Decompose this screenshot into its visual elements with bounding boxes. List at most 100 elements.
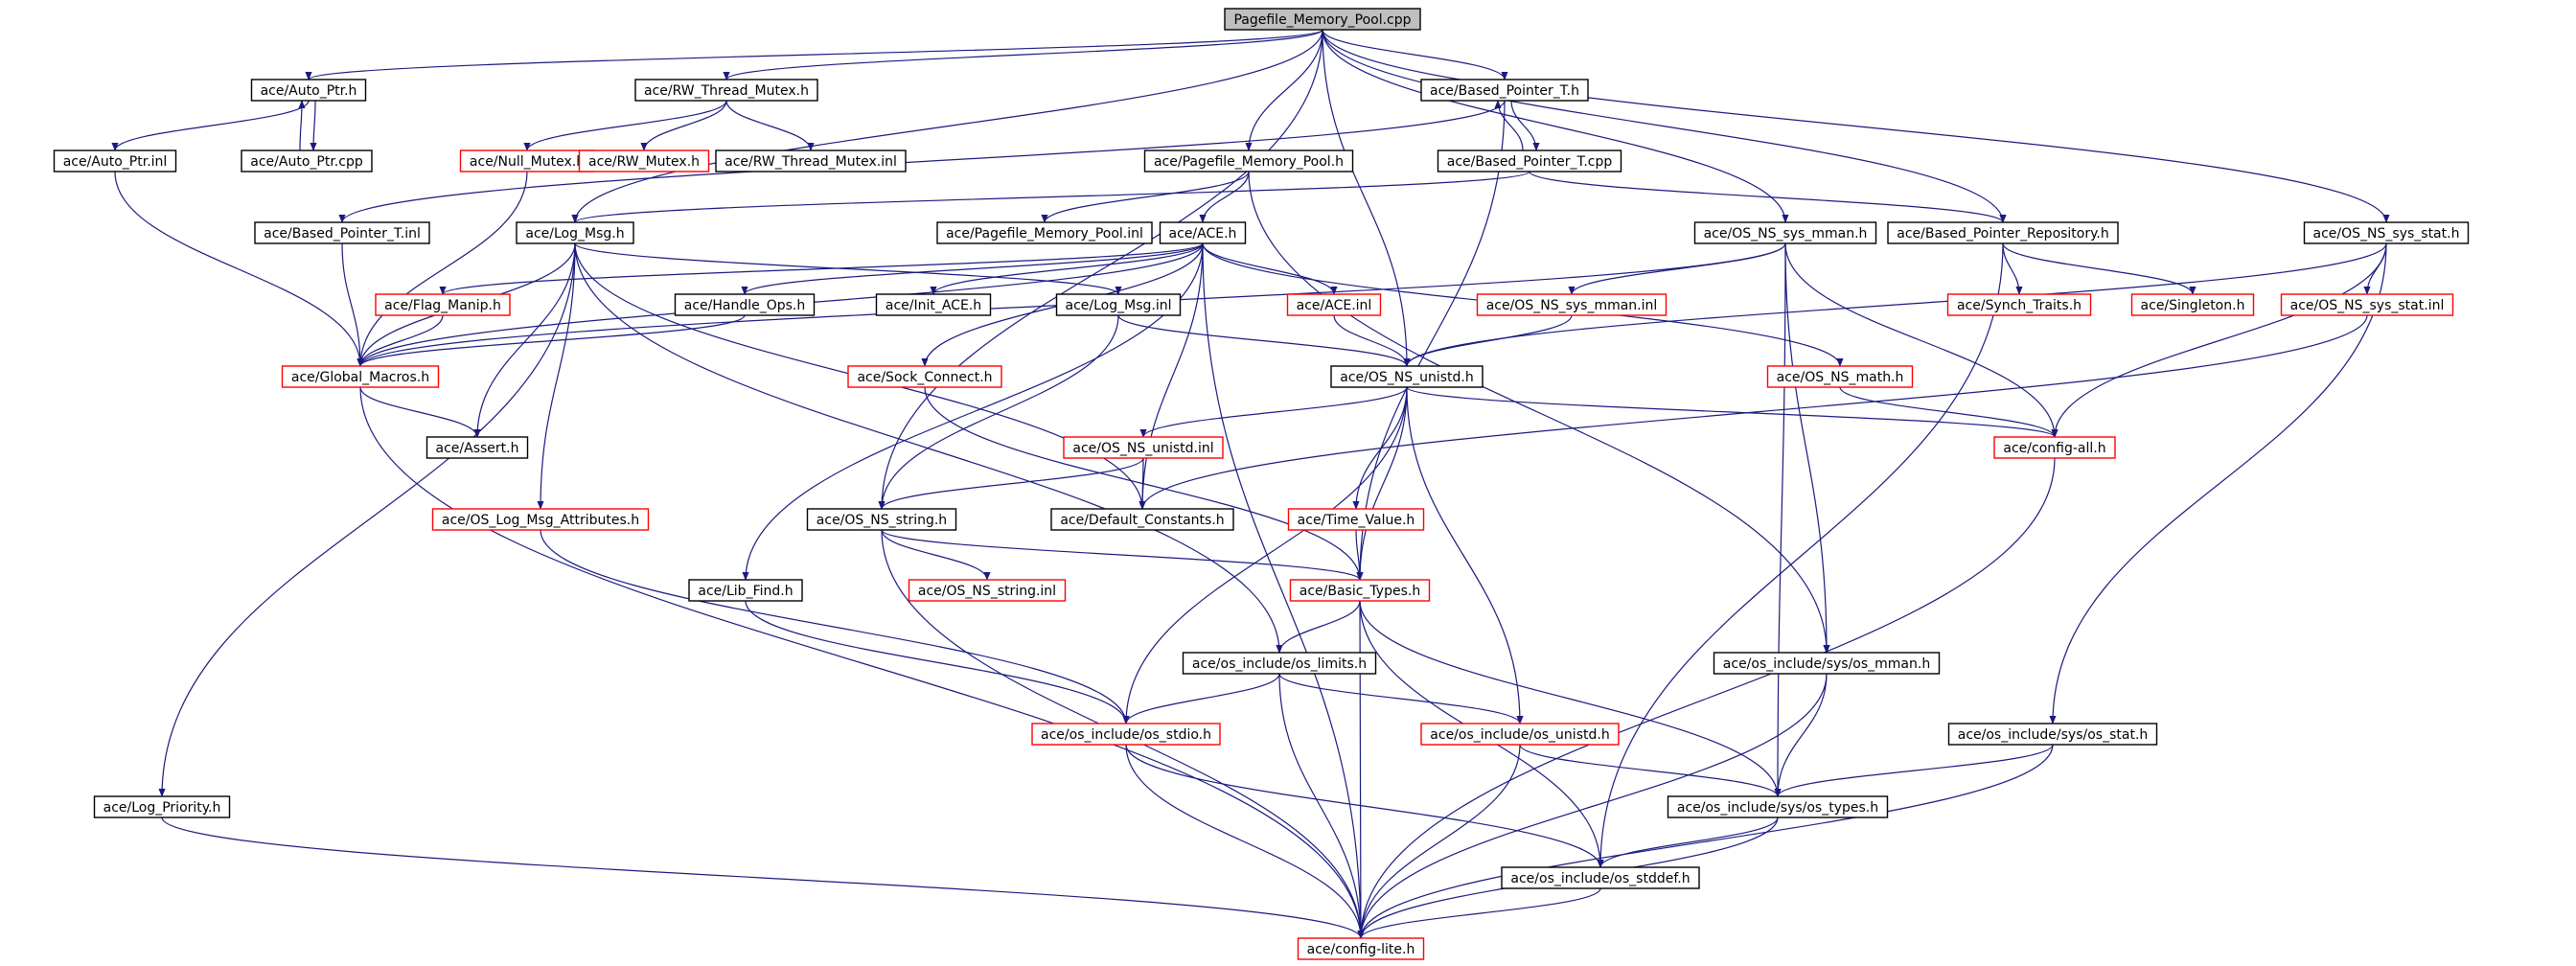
- node-label: ace/Based_Pointer_T.h: [1430, 83, 1579, 99]
- node-ace-inl[interactable]: ace/ACE.inl: [1286, 293, 1382, 316]
- node-box: [1159, 221, 1247, 244]
- node-os-ns-sys-mman-inl[interactable]: ace/OS_NS_sys_mman.inl: [1476, 293, 1668, 316]
- edge-os_unistd_h-to-config_lite_h: [1357, 744, 1521, 939]
- edge-os_ns_sys_stat_h-to-os_ns_sys_stat_inl: [2363, 242, 2387, 295]
- node-default-constants-h[interactable]: ace/Default_Constants.h: [1050, 508, 1234, 531]
- edge-basic_types_h-to-os_limits_h: [1276, 600, 1361, 654]
- node-os-ns-sys-stat-inl[interactable]: ace/OS_NS_sys_stat.inl: [2280, 293, 2454, 316]
- node-lib-find-h[interactable]: ace/Lib_Find.h: [688, 579, 803, 602]
- node-based-pointer-t-h[interactable]: ace/Based_Pointer_T.h: [1420, 79, 1589, 102]
- node-box: [674, 293, 816, 316]
- edge-os_ns_sys_mman_h-to-os_ns_sys_mman_inl: [1568, 242, 1786, 295]
- edge-root-to-os_ns_string_h: [878, 29, 1323, 510]
- edge-sys_os_mman_h-to-config_lite_h: [1357, 673, 1828, 939]
- node-auto-ptr-h[interactable]: ace/Auto_Ptr.h: [250, 79, 367, 102]
- node-box: [2303, 221, 2470, 244]
- node-flag-manip-h[interactable]: ace/Flag_Manip.h: [375, 293, 511, 316]
- node-root[interactable]: Pagefile_Memory_Pool.cpp: [1224, 8, 1421, 31]
- edge-os_ns_sys_mman_h-to-sys_os_types_h: [1774, 242, 1786, 797]
- node-label: ace/OS_NS_sys_stat.inl: [2290, 298, 2445, 313]
- node-singleton-h[interactable]: ace/Singleton.h: [2130, 293, 2255, 316]
- node-box: [847, 365, 1002, 388]
- node-basic-types-h[interactable]: ace/Basic_Types.h: [1289, 579, 1431, 602]
- edge-ace_h-to-default_constants_h: [1138, 242, 1204, 510]
- node-config-all-h[interactable]: ace/config-all.h: [1993, 436, 2116, 459]
- node-os-log-msg-attributes-h[interactable]: ace/OS_Log_Msg_Attributes.h: [431, 508, 650, 531]
- node-os-ns-sys-stat-h[interactable]: ace/OS_NS_sys_stat.h: [2303, 221, 2470, 244]
- edge-based_pointer_t_h-to-basic_types_h: [1356, 100, 1506, 581]
- node-ace-h[interactable]: ace/ACE.h: [1159, 221, 1247, 244]
- node-box: [1766, 365, 1914, 388]
- node-box: [1476, 293, 1668, 316]
- node-auto-ptr-inl[interactable]: ace/Auto_Ptr.inl: [53, 150, 177, 172]
- node-log-msg-h[interactable]: ace/Log_Msg.h: [516, 221, 634, 244]
- node-based-pointer-t-cpp[interactable]: ace/Based_Pointer_T.cpp: [1437, 150, 1622, 172]
- node-box: [1050, 508, 1234, 531]
- node-label: ace/Pagefile_Memory_Pool.inl: [946, 226, 1143, 242]
- node-os-ns-sys-mman-h[interactable]: ace/OS_NS_sys_mman.h: [1693, 221, 1877, 244]
- edge-rw_thread_mutex_h-to-rw_thread_mutex_inl: [725, 100, 815, 151]
- node-pagefile-memory-pool-h[interactable]: ace/Pagefile_Memory_Pool.h: [1143, 150, 1354, 172]
- node-global-macros-h[interactable]: ace/Global_Macros.h: [281, 365, 440, 388]
- node-box: [1143, 150, 1354, 172]
- edge-based_pointer_t_cpp-to-log_msg_h: [571, 171, 1530, 223]
- node-box: [875, 293, 992, 316]
- node-box: [1693, 221, 1877, 244]
- node-label: ace/Synch_Traits.h: [1957, 298, 2082, 313]
- node-box: [1297, 937, 1425, 960]
- edge-global_macros_h-to-assert_h: [359, 386, 481, 438]
- edge-auto_ptr_cpp-to-auto_ptr_h: [298, 100, 306, 151]
- node-null-mutex-h[interactable]: ace/Null_Mutex.h: [459, 150, 595, 172]
- node-rw-thread-mutex-h[interactable]: ace/RW_Thread_Mutex.h: [634, 79, 818, 102]
- node-pagefile-memory-pool-inl[interactable]: ace/Pagefile_Memory_Pool.inl: [936, 221, 1153, 244]
- node-log-priority-h[interactable]: ace/Log_Priority.h: [93, 795, 231, 818]
- node-label: ace/ACE.h: [1169, 226, 1237, 242]
- node-sys-os-types-h[interactable]: ace/os_include/sys/os_types.h: [1667, 795, 1889, 818]
- node-os-ns-unistd-h[interactable]: ace/OS_NS_unistd.h: [1330, 365, 1484, 388]
- node-time-value-h[interactable]: ace/Time_Value.h: [1287, 508, 1425, 531]
- node-auto-ptr-cpp[interactable]: ace/Auto_Ptr.cpp: [241, 150, 373, 172]
- edge-os_ns_unistd_h-to-time_value_h: [1352, 386, 1408, 510]
- node-handle-ops-h[interactable]: ace/Handle_Ops.h: [674, 293, 816, 316]
- node-label: ace/Based_Pointer_T.inl: [264, 226, 421, 242]
- node-os-limits-h[interactable]: ace/os_include/os_limits.h: [1182, 652, 1377, 675]
- node-rw-thread-mutex-inl[interactable]: ace/RW_Thread_Mutex.inl: [715, 150, 907, 172]
- edge-os_limits_h-to-os_stdio_h: [1122, 673, 1280, 724]
- node-init-ace-h[interactable]: ace/Init_ACE.h: [875, 293, 992, 316]
- node-box: [254, 221, 430, 244]
- node-label: ace/Basic_Types.h: [1300, 584, 1420, 599]
- edge-os_limits_h-to-os_unistd_h: [1278, 673, 1524, 724]
- node-box: [2280, 293, 2454, 316]
- node-rw-mutex-h[interactable]: ace/RW_Mutex.h: [578, 150, 710, 172]
- node-label: ace/OS_Log_Msg_Attributes.h: [442, 513, 639, 528]
- node-box: [1947, 723, 2158, 746]
- edge-log_msg_h-to-os_log_msg_attributes_h: [537, 242, 576, 510]
- node-based-pointer-t-inl[interactable]: ace/Based_Pointer_T.inl: [254, 221, 430, 244]
- edge-auto_ptr_h-to-auto_ptr_inl: [111, 100, 310, 151]
- node-sys-os-stat-h[interactable]: ace/os_include/sys/os_stat.h: [1947, 723, 2158, 746]
- node-os-ns-string-h[interactable]: ace/OS_NS_string.h: [806, 508, 957, 531]
- node-sys-os-mman-h[interactable]: ace/os_include/sys/os_mman.h: [1713, 652, 1941, 675]
- node-label: Pagefile_Memory_Pool.cpp: [1233, 12, 1411, 28]
- edge-lib_find_h-to-os_stdio_h: [745, 600, 1130, 724]
- node-box: [1330, 365, 1484, 388]
- node-based-pointer-repository-h[interactable]: ace/Based_Pointer_Repository.h: [1887, 221, 2119, 244]
- node-os-ns-string-inl[interactable]: ace/OS_NS_string.inl: [908, 579, 1067, 602]
- node-os-ns-unistd-inl[interactable]: ace/OS_NS_unistd.inl: [1063, 436, 1224, 459]
- node-config-lite-h[interactable]: ace/config-lite.h: [1297, 937, 1425, 960]
- node-os-stddef-h[interactable]: ace/os_include/os_stddef.h: [1501, 866, 1700, 889]
- node-label: ace/Sock_Connect.h: [857, 370, 992, 385]
- node-os-stdio-h[interactable]: ace/os_include/os_stdio.h: [1031, 723, 1221, 746]
- node-os-unistd-h[interactable]: ace/os_include/os_unistd.h: [1420, 723, 1620, 746]
- edge-os_ns_unistd_h-to-os_unistd_h: [1406, 386, 1524, 724]
- node-log-msg-inl[interactable]: ace/Log_Msg.inl: [1055, 293, 1182, 316]
- node-label: ace/Auto_Ptr.cpp: [250, 154, 363, 170]
- edge-log_msg_h-to-assert_h: [473, 242, 576, 438]
- edge-log_msg_inl-to-os_ns_string_h: [878, 314, 1119, 510]
- edge-os_ns_sys_mman_h-to-config_all_h: [1784, 242, 2058, 438]
- node-os-ns-math-h[interactable]: ace/OS_NS_math.h: [1766, 365, 1914, 388]
- node-assert-h[interactable]: ace/Assert.h: [426, 436, 529, 459]
- node-synch-traits-h[interactable]: ace/Synch_Traits.h: [1946, 293, 2092, 316]
- node-sock-connect-h[interactable]: ace/Sock_Connect.h: [847, 365, 1002, 388]
- edge-root-to-rw_thread_mutex_h: [723, 29, 1323, 80]
